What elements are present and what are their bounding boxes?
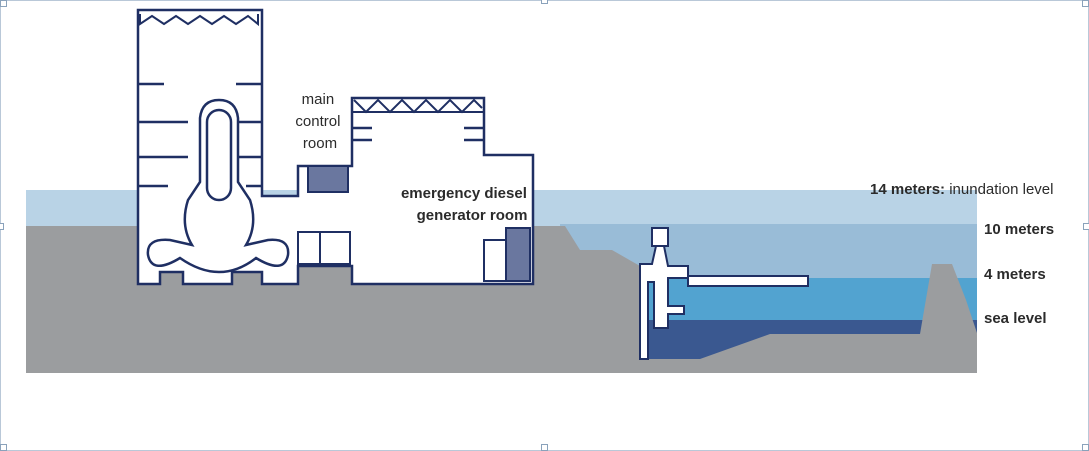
level-4m-label: 4 meters	[984, 266, 1046, 283]
sea-level-label: sea level	[984, 310, 1047, 327]
main-control-room-unit	[307, 165, 349, 193]
resize-handle-top-left[interactable]	[0, 0, 7, 7]
diesel-generator-unit	[505, 227, 531, 282]
seawater-intake-structure	[639, 227, 809, 360]
reactor-floors	[138, 82, 262, 188]
turbine-hall-truss	[353, 98, 483, 114]
diesel-room-label: emergency diesel generator room	[401, 185, 531, 224]
sea-4m-band	[640, 278, 977, 322]
resize-handle-top-center[interactable]	[541, 0, 548, 4]
resize-handle-middle-right[interactable]	[1083, 223, 1089, 230]
switchgear-box-left	[297, 231, 321, 265]
battery-box	[483, 239, 507, 282]
level-10m-label: 10 meters	[984, 221, 1054, 238]
turbine-hall-floors	[352, 126, 484, 142]
switchgear-box-right	[319, 231, 351, 265]
main-control-room-label: main control room	[295, 91, 344, 152]
reactor-containment	[146, 98, 290, 274]
reactor-roof-truss	[139, 14, 259, 27]
resize-handle-middle-left[interactable]	[0, 223, 4, 230]
inundation-level-label: 14 meters: inundation level	[870, 181, 1053, 198]
